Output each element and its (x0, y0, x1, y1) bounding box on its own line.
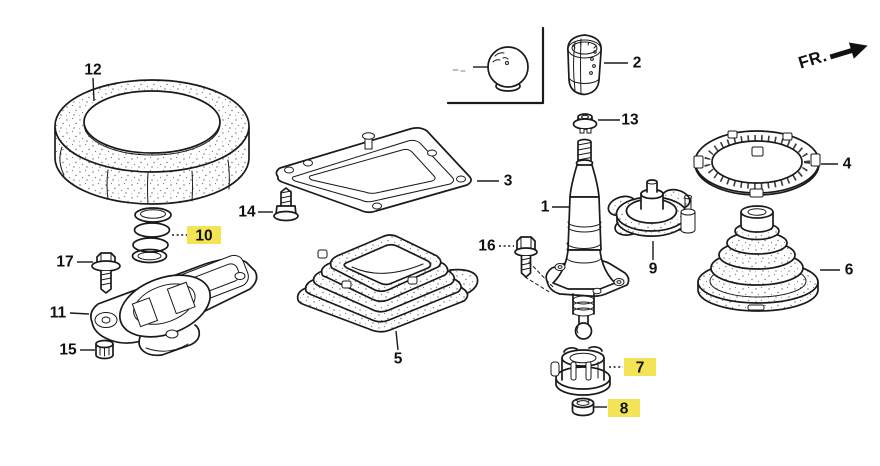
knob-inset-drawing (446, 26, 545, 105)
callout-3[interactable]: 3 (504, 173, 513, 190)
highlight-box-7[interactable] (624, 358, 656, 376)
callout-4[interactable]: 4 (843, 156, 852, 173)
callout-2[interactable]: 2 (633, 55, 642, 72)
part-2-knob-drawing (566, 34, 603, 96)
callout-1[interactable]: 1 (541, 199, 550, 216)
callout-5[interactable]: 5 (394, 351, 403, 368)
inset-bracket (446, 26, 545, 105)
callout-13[interactable]: 13 (621, 112, 639, 129)
callout-11[interactable]: 11 (50, 305, 67, 322)
callout-12[interactable]: 12 (84, 62, 101, 79)
part-11-bracket-drawing (90, 254, 258, 357)
part-8-nut-drawing (571, 397, 595, 417)
leader-11 (69, 312, 90, 315)
part-1-lever-drawing (545, 138, 630, 340)
callout-14[interactable]: 14 (238, 204, 256, 221)
highlight-box-10[interactable] (187, 226, 221, 244)
part-10-spring-drawing (131, 207, 172, 264)
part-12-foam-ring-drawing (54, 79, 250, 205)
callout-7[interactable]: 7 (636, 360, 645, 377)
part-5-boot-drawing (296, 234, 479, 333)
part-7-bushing-drawing (550, 346, 611, 396)
fr-direction-indicator: FR. (796, 42, 868, 73)
callouts: 12 10 17 11 15 14 3 5 2 13 1 16 9 4 6 7 … (50, 55, 854, 418)
highlight-box-8[interactable] (608, 399, 640, 417)
callout-10[interactable]: 10 (195, 228, 212, 245)
part-6-boot-drawing (697, 205, 819, 312)
fr-arrow-icon (829, 42, 868, 60)
callout-17[interactable]: 17 (56, 254, 73, 271)
callout-15[interactable]: 15 (59, 342, 77, 359)
round-knob (487, 46, 529, 88)
part-17-bolt-drawing (91, 252, 121, 294)
callout-9[interactable]: 9 (649, 261, 658, 278)
part-4-ring-drawing (693, 130, 821, 198)
callout-16[interactable]: 16 (478, 238, 496, 255)
part-9-mount-drawing (607, 179, 696, 237)
leader-12 (92, 77, 95, 102)
part-13-nut-drawing (572, 113, 598, 134)
callout-8[interactable]: 8 (620, 401, 629, 418)
leader-5 (395, 330, 399, 351)
leader-lines (69, 62, 840, 408)
part-15-cap-drawing (95, 339, 114, 360)
part-16-bolt-drawing (514, 236, 555, 294)
fr-label: FR. (796, 46, 829, 73)
part-14-bolt-drawing (273, 187, 299, 222)
part-3-gasket-drawing (275, 127, 472, 214)
callout-6[interactable]: 6 (845, 262, 854, 279)
